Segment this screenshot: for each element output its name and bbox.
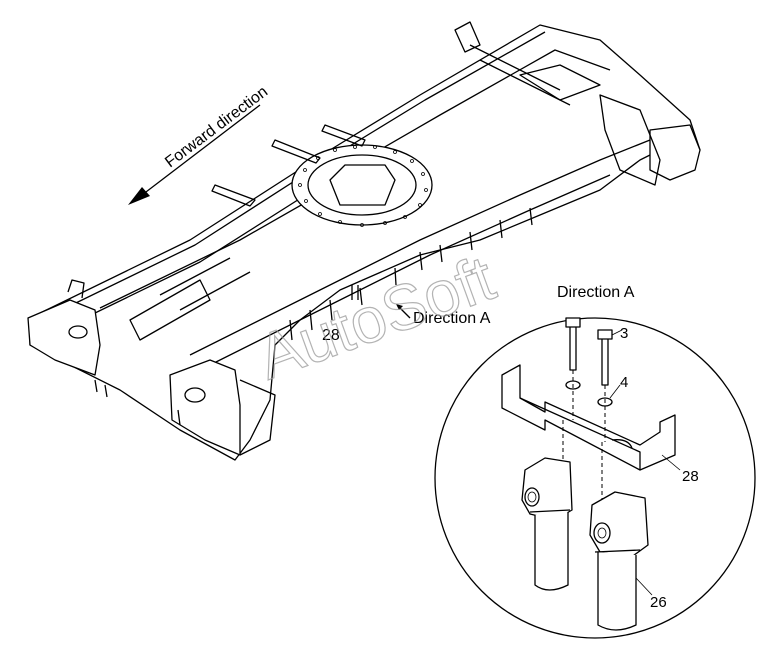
mounting-bracket [501, 364, 676, 471]
part-28-label-detail: 28 [682, 468, 699, 485]
bolt-right [597, 329, 613, 386]
filter-housing-right [589, 491, 649, 631]
turntable-bolt-holes [298, 145, 428, 227]
part-28-label-main: 28 [322, 327, 340, 344]
detail-view-circle [434, 317, 756, 639]
bolt-left [565, 317, 581, 371]
filter-housing-left [521, 457, 573, 591]
forward-direction-arrow [128, 104, 261, 205]
direction-a-label-detail: Direction A [557, 284, 635, 301]
main-frame-drawing [27, 21, 701, 461]
direction-a-label-main: Direction A [413, 310, 491, 327]
part-3-label: 3 [620, 325, 628, 342]
forward-direction-label: Forward direction [162, 83, 271, 171]
lower-flange-brackets [94, 207, 533, 426]
part-4-label: 4 [620, 374, 628, 391]
part-26-label: 26 [650, 594, 667, 611]
